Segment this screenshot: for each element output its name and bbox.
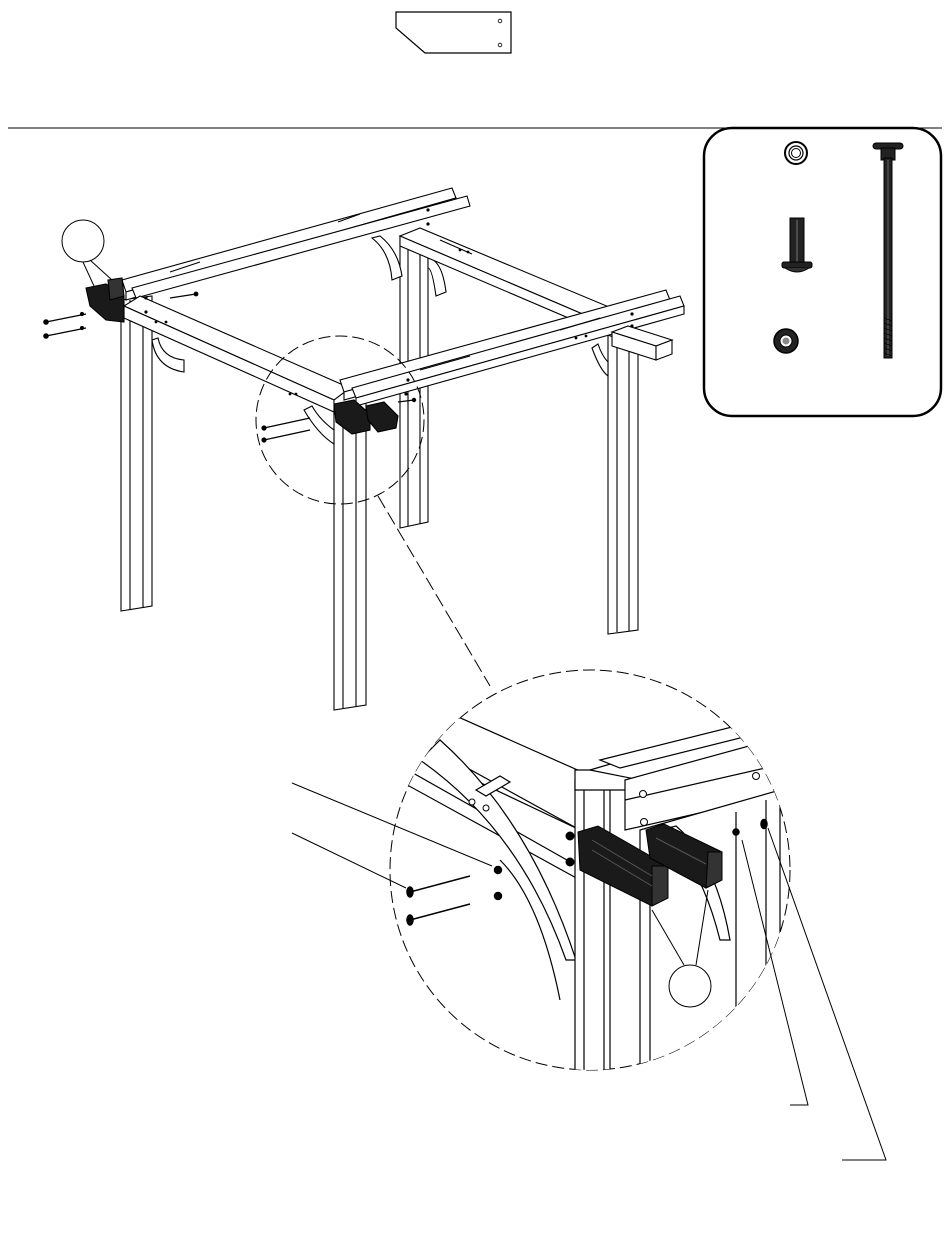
part-callout-bubble: [62, 220, 112, 286]
lock-nut-icon: [774, 329, 798, 353]
end-cap-left: [86, 278, 124, 322]
detail-view: [292, 670, 886, 1160]
washer-icon: [785, 142, 807, 164]
brace: [592, 344, 608, 376]
brace: [372, 236, 402, 280]
part-tag-icon: [396, 12, 511, 53]
post-right: [608, 330, 638, 634]
hardware-panel: [704, 128, 941, 416]
post-front-left: [121, 296, 152, 611]
pergola-frame: [44, 188, 684, 710]
brace: [304, 406, 334, 444]
post-front-center: [334, 400, 366, 710]
